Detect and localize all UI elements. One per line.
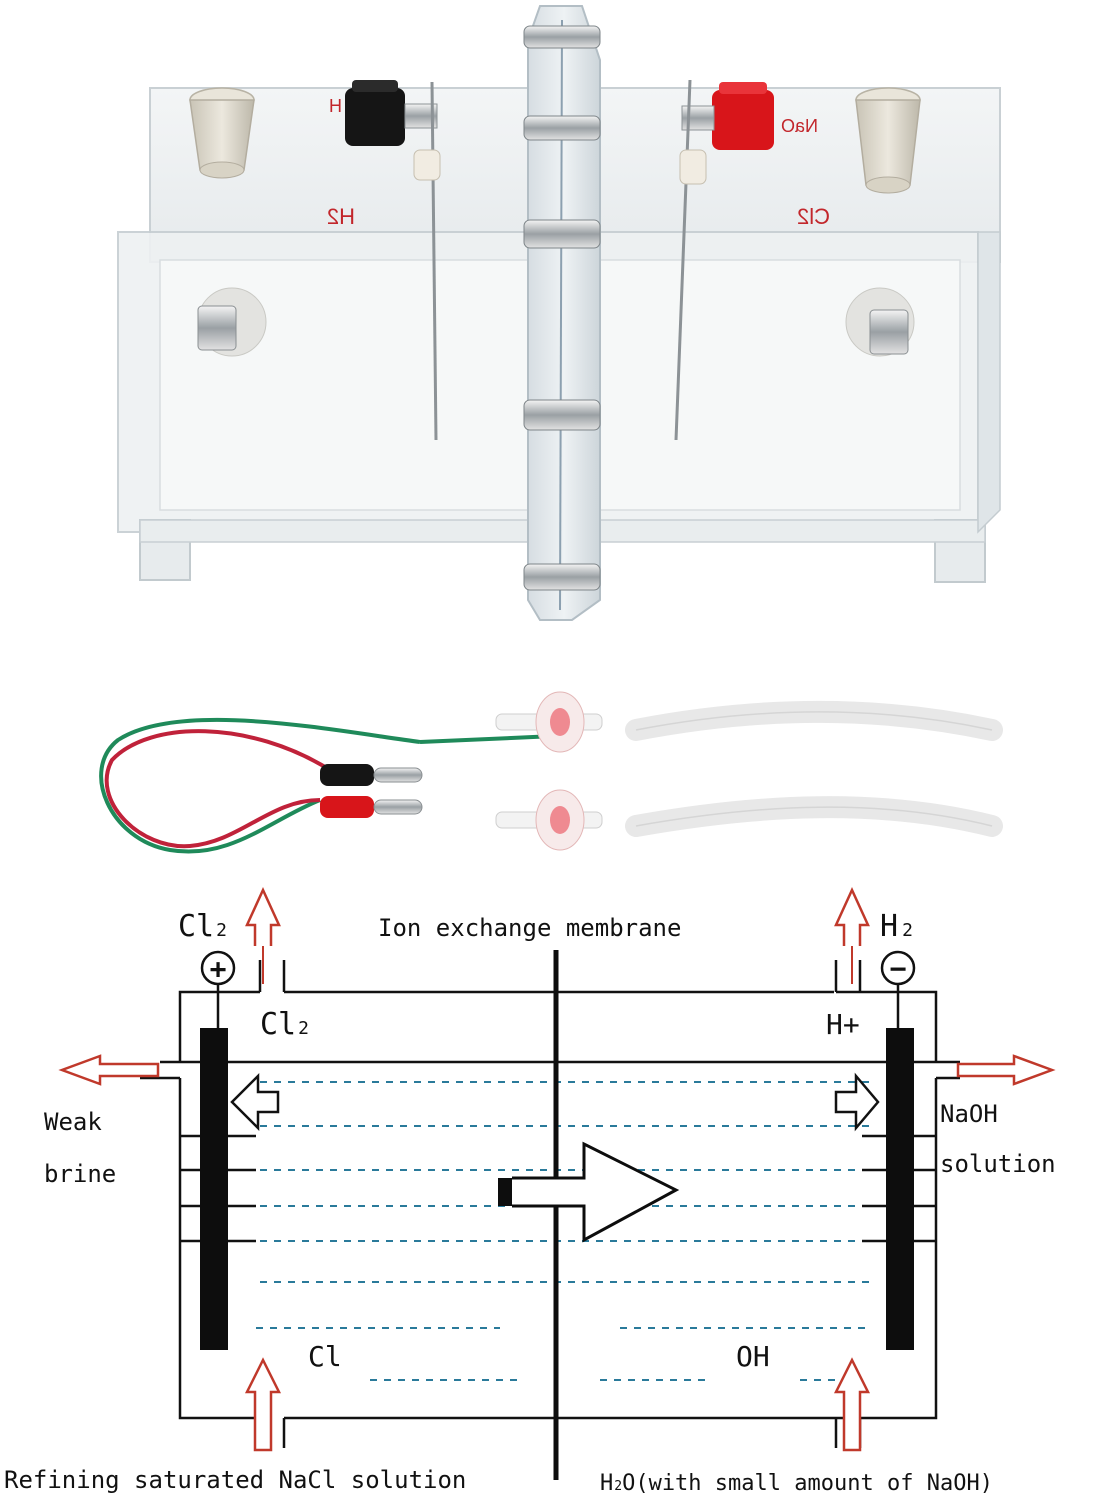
red-arrows <box>58 886 1056 1452</box>
silicone-tube-2 <box>625 796 1003 837</box>
cathode-polarity-circle <box>880 950 916 986</box>
solution-dashes <box>256 1081 870 1381</box>
electrolysis-cell-apparatus: H2 Cl2 H NaO <box>117 5 1001 621</box>
weak-brine-label-line2: brine <box>44 1160 116 1188</box>
right-electrode-clip <box>679 149 707 185</box>
tank-side-face <box>977 231 1001 534</box>
right-top-pipe <box>834 960 862 992</box>
left-top-pipe <box>258 960 286 992</box>
brine-inlet-label: Refining saturated NaCl solution <box>4 1466 466 1494</box>
chloride-ion-label: Cl <box>308 1340 342 1373</box>
silicone-tube-2-edge <box>635 806 993 827</box>
check-valve-2 <box>495 789 603 851</box>
cl2-out-arrow <box>245 886 281 946</box>
h2-out-arrow <box>834 886 870 946</box>
membrane-plate <box>527 5 601 621</box>
silicone-tube-1-edge <box>635 711 993 731</box>
right-electrode-wire <box>674 79 692 441</box>
naoh-out-arrow <box>956 1054 1056 1086</box>
weak-brine-out-arrow <box>58 1054 160 1086</box>
water-inlet-label: H2O(with small amount of NaOH) <box>600 1471 993 1496</box>
left-electrode-wire <box>430 81 438 441</box>
water-in-arrow <box>833 1357 871 1452</box>
rubber-stopper-right <box>855 87 921 194</box>
cell-outline-right <box>836 990 938 1420</box>
right-drain-knob <box>845 287 915 357</box>
left-drain-knob <box>197 287 267 357</box>
right-chamber-ion-label: H+ <box>826 1008 860 1041</box>
cell-outline-left <box>178 990 260 1420</box>
naoh-solution-label-line2: solution <box>940 1150 1056 1178</box>
electrolysis-schematic: + − <box>4 886 1056 1496</box>
anode-electrode <box>200 1028 228 1350</box>
check-valve-1 <box>495 691 603 753</box>
black-banana-plug <box>320 764 423 786</box>
left-flow-arrow <box>230 1072 280 1132</box>
red-banana-plug <box>320 796 423 818</box>
right-terminal-mirrored-label: NaO <box>781 116 818 136</box>
membrane-label: Ion exchange membrane <box>378 914 681 942</box>
anode-polarity-symbol: + <box>210 952 227 985</box>
rubber-stopper-left <box>189 87 255 179</box>
cathode-polarity-symbol: − <box>890 952 907 985</box>
left-electrode-clip <box>413 149 441 181</box>
weak-brine-label-line1: Weak <box>44 1108 102 1136</box>
plate-bolts <box>523 25 601 591</box>
anode-polarity-circle <box>200 950 236 986</box>
cathode-electrode <box>886 1028 914 1350</box>
naoh-solution-label-line1: NaOH <box>940 1100 998 1128</box>
test-lead-cable <box>99 717 582 854</box>
right-flow-arrow <box>834 1072 880 1132</box>
hydroxide-ion-label: OH <box>736 1340 770 1373</box>
right-chamber-mirrored-label: Cl2 <box>797 204 830 229</box>
ion-migration-arrow <box>498 1141 680 1243</box>
left-chamber-mirrored-label: H2 <box>327 204 355 229</box>
left-terminal-mirrored-label: H <box>329 96 342 116</box>
brine-in-arrow <box>244 1357 282 1452</box>
